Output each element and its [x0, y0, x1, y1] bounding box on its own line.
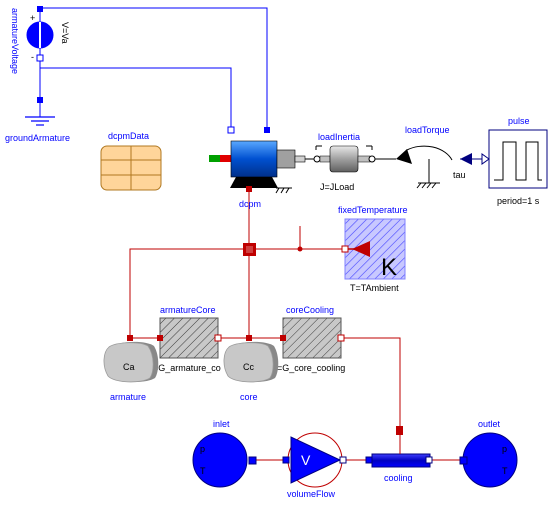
armature-glyph: Ca [123, 362, 135, 372]
pulse-block-icon [488, 129, 548, 189]
wire-port-upper[interactable] [256, 226, 301, 250]
motor-body-icon [230, 140, 278, 178]
volume-flow-port-b[interactable] [339, 456, 347, 464]
fixed-temperature-param: T=TAmbient [350, 283, 399, 293]
outlet-label: outlet [478, 419, 501, 429]
outlet-t: T [502, 466, 508, 476]
load-inertia-label: loadInertia [318, 132, 360, 142]
heat-capacitor-icon [103, 342, 154, 383]
armature-voltage-label: armatureVoltage [10, 8, 20, 74]
inertia-flange-b[interactable] [368, 155, 376, 163]
armature-voltage-source[interactable]: + - armatureVoltage V=Va [10, 6, 70, 74]
core-heat-capacitor[interactable]: Cc core [223, 335, 279, 402]
load-torque-label: loadTorque [405, 125, 450, 135]
pulse-label: pulse [508, 116, 530, 126]
electrical-connections [39, 7, 268, 128]
armature-core-label: armatureCore [160, 305, 216, 315]
fixed-temperature-port[interactable] [341, 245, 349, 253]
core-cooling-port-b[interactable] [337, 334, 345, 342]
dcpm-motor[interactable]: dcpm [209, 126, 306, 209]
inertia-flange-a[interactable] [313, 155, 321, 163]
outlet-sink[interactable]: outlet p T [459, 419, 518, 488]
core-port[interactable] [246, 335, 252, 341]
armature-core-param: G=G_armature_co [146, 363, 221, 373]
load-inertia[interactable]: loadInertia J=JLoad [313, 132, 376, 192]
motor-pin-negative[interactable] [227, 126, 235, 134]
cooling-pipe[interactable]: cooling [365, 426, 433, 483]
kelvin-glyph: K [381, 254, 397, 281]
pulse-waveform [494, 141, 542, 181]
volume-flow-glyph: V [301, 452, 311, 468]
torque-arrow-icon [396, 149, 412, 164]
voltage-pin-negative[interactable] [36, 54, 44, 62]
inlet-label: inlet [213, 419, 230, 429]
thermal-port-node[interactable] [243, 243, 256, 256]
heat-capacitor-icon [223, 342, 274, 383]
armature-label: armature [110, 392, 146, 402]
inlet-t: T [200, 466, 206, 476]
thermal-connections [129, 190, 460, 461]
armature-core-port-a[interactable] [157, 335, 163, 341]
core-label: core [240, 392, 258, 402]
core-cooling-param: G=G_core_cooling [270, 363, 345, 373]
motor-pin-positive[interactable] [264, 127, 270, 133]
wire-corecooling-cooling[interactable] [343, 337, 401, 428]
voltage-minus-sign: - [31, 52, 34, 62]
pipe-icon [371, 453, 431, 468]
motor-terminal-red [220, 155, 231, 162]
dcpm-data-label: dcpmData [108, 131, 149, 141]
cooling-heat-port[interactable] [396, 426, 403, 435]
fixed-temperature[interactable]: fixedTemperature K T=TAmbient [338, 205, 408, 293]
voltage-pin-positive[interactable] [37, 6, 43, 12]
cooling-port-a[interactable] [365, 456, 373, 464]
inlet-p: p [200, 444, 205, 454]
motor-heat-port[interactable] [246, 186, 252, 192]
core-cooling-label: coreCooling [286, 305, 334, 315]
volume-flow-label: volumeFlow [287, 489, 336, 499]
inlet-icon [192, 432, 248, 488]
fixed-temperature-label: fixedTemperature [338, 205, 408, 215]
volume-flow-port-a[interactable] [282, 456, 290, 464]
outlet-icon [462, 432, 518, 488]
ground-pin[interactable] [37, 97, 43, 103]
armature-port[interactable] [127, 335, 133, 341]
wire-junction [297, 246, 303, 252]
dcpm-label: dcpm [239, 199, 261, 209]
pulse-param: period=1 s [497, 196, 540, 206]
motor-base [230, 177, 278, 188]
conductor-icon [159, 317, 219, 359]
armature-voltage-param: V=Va [60, 22, 70, 44]
motor-terminal-green [209, 155, 220, 162]
ground-armature-label: groundArmature [5, 133, 70, 143]
inertia-icon [329, 145, 359, 173]
pulse-source[interactable]: pulse period=1 s [481, 116, 548, 206]
pulse-output-port[interactable] [481, 153, 490, 165]
volume-flow-pump[interactable]: V volumeFlow [282, 432, 347, 499]
armature-core-port-b[interactable] [214, 334, 222, 342]
inlet-source[interactable]: inlet p T [192, 419, 257, 488]
torque-input-port[interactable] [460, 153, 472, 165]
load-torque[interactable]: loadTorque tau [396, 125, 472, 189]
core-cooling-port-a[interactable] [280, 335, 286, 341]
armature-core-conductor[interactable]: armatureCore G=G_armature_co [146, 305, 222, 373]
inlet-flange[interactable] [248, 456, 257, 465]
armature-heat-capacitor[interactable]: Ca armature [103, 335, 159, 402]
voltage-plus-sign: + [30, 13, 35, 23]
wire-negative[interactable] [39, 58, 232, 128]
motor-shaft[interactable] [294, 155, 306, 163]
dcpm-data-record[interactable]: dcpmData [100, 131, 162, 191]
load-torque-param: tau [453, 170, 466, 180]
core-glyph: Cc [243, 362, 254, 372]
conductor-icon [282, 317, 342, 359]
ground-armature[interactable]: groundArmature [5, 97, 70, 143]
cooling-port-b[interactable] [425, 456, 433, 464]
cooling-label: cooling [384, 473, 413, 483]
pump-triangle-icon [290, 436, 342, 484]
core-cooling-conductor[interactable]: coreCooling G=G_core_cooling [270, 305, 345, 373]
outlet-p: p [502, 444, 507, 454]
wire-port-armature[interactable] [129, 248, 243, 338]
outlet-flange[interactable] [459, 456, 468, 465]
load-inertia-param: J=JLoad [320, 182, 354, 192]
